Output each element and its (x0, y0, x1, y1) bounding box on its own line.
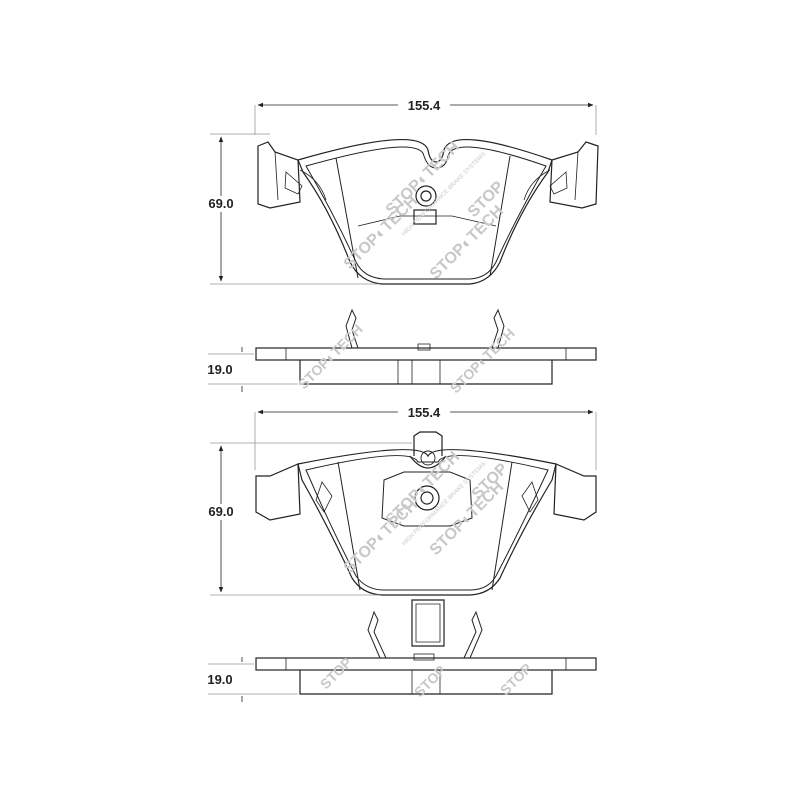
top-width-dimension: 155.4 (254, 97, 597, 135)
top-pad-edge-view (255, 308, 597, 385)
top-pad-face-view (257, 138, 599, 285)
svg-text:STOP◐TECH: STOP◐TECH (447, 325, 518, 396)
bottom-width-label: 155.4 (408, 405, 441, 420)
bottom-thickness-dimension: 19.0 (207, 657, 298, 702)
svg-text:STOP◐TECH: STOP◐TECH (295, 321, 366, 392)
bottom-pad-edge-view (255, 599, 597, 695)
top-thickness-label: 19.0 (207, 362, 232, 377)
svg-text:STOP◐TECH: STOP◐TECH (427, 479, 507, 559)
svg-text:STOP: STOP (497, 660, 535, 698)
top-width-label: 155.4 (408, 98, 441, 113)
bottom-height-label: 69.0 (208, 504, 233, 519)
stoptech-watermark-9: STOP◐TECH (427, 479, 507, 559)
bottom-pad-face-view (255, 431, 597, 596)
top-height-label: 69.0 (208, 196, 233, 211)
stoptech-watermark-6: STOP◐TECH (447, 325, 518, 396)
bottom-height-dimension: 69.0 (200, 442, 412, 596)
top-thickness-dimension: 19.0 (207, 347, 298, 392)
stoptech-watermark-13: STOP (497, 660, 535, 698)
bottom-thickness-label: 19.0 (207, 672, 232, 687)
svg-text:STOP: STOP (317, 654, 355, 692)
bottom-width-dimension: 155.4 (254, 404, 597, 470)
top-height-dimension: 69.0 (200, 133, 380, 285)
stoptech-watermark-11: STOP (317, 654, 355, 692)
stoptech-watermark-5: STOP◐TECH (295, 321, 366, 392)
